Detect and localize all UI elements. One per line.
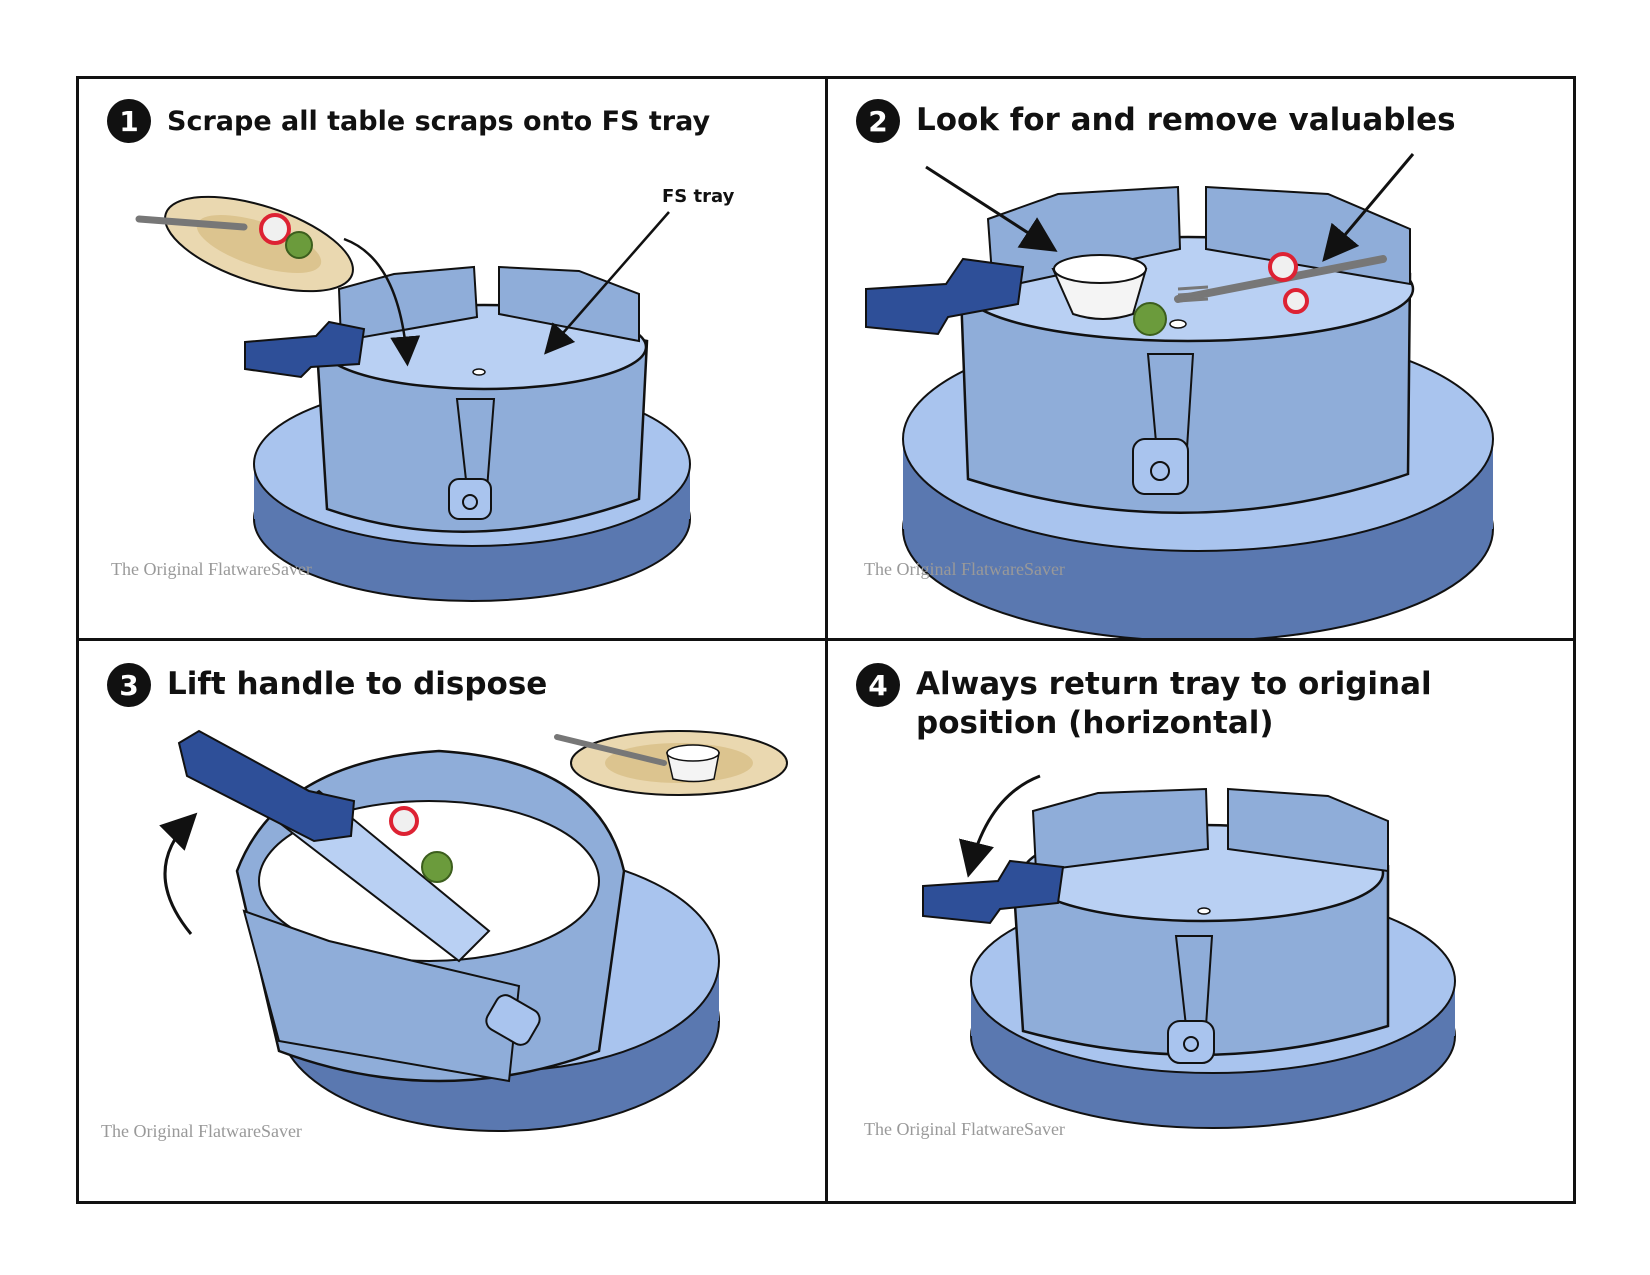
step-3-illustration [159, 729, 788, 1132]
step-1-header: 1 Scrape all table scraps onto FS tray [107, 99, 710, 143]
step-2-illustration [865, 153, 1494, 638]
valuables-pointer-arrow-left [925, 165, 1058, 252]
watermark: The Original FlatwareSaver [864, 1119, 1065, 1139]
step-3-header: 3 Lift handle to dispose [107, 663, 547, 707]
step-4-illustration [922, 774, 1456, 1129]
step-3-number-badge: 3 [107, 663, 151, 707]
step-1-illustration [135, 195, 691, 602]
step-1-number-badge: 1 [107, 99, 151, 143]
plate-with-cup [554, 730, 788, 796]
step-3-title: Lift handle to dispose [167, 666, 548, 702]
plate-with-scraps [135, 195, 354, 293]
fs-tray-pointer-arrow [544, 211, 670, 355]
scrape-arrow [343, 237, 421, 367]
step-3-panel: 3 Lift handle to dispose [79, 641, 828, 1201]
fs-tray-callout-label: FS tray [662, 186, 735, 207]
step-1-title: Scrape all table scraps onto FS tray [167, 106, 711, 137]
instruction-grid: 1 Scrape all table scraps onto FS tray F… [76, 76, 1576, 1204]
watermark: The Original FlatwareSaver [864, 559, 1065, 579]
lift-arrow [159, 812, 198, 935]
valuables-on-tray [1051, 252, 1387, 336]
scraps-falling [389, 806, 453, 883]
step-4-number-badge: 4 [856, 663, 900, 707]
tray-body [1011, 787, 1390, 1064]
return-arrow [958, 774, 1041, 878]
step-4-panel: 4 Always return tray to original positio… [828, 641, 1573, 1201]
step-2-title: Look for and remove valuables [916, 102, 1456, 138]
step-4-title: Always return tray to original position … [916, 666, 1432, 741]
tray-handle [244, 320, 366, 379]
tray-handle [922, 859, 1065, 925]
tray-body [315, 265, 649, 533]
step-4-header: 4 Always return tray to original positio… [856, 663, 1536, 743]
tray-handle-lifted [177, 729, 356, 843]
step-2-number-badge: 2 [856, 99, 900, 143]
step-2-header: 2 Look for and remove valuables [856, 99, 1456, 143]
watermark: The Original FlatwareSaver [101, 1121, 302, 1141]
step-2-panel: 2 Look for and remove valuables [828, 79, 1573, 641]
tray-handle [865, 257, 1025, 336]
step-1-panel: 1 Scrape all table scraps onto FS tray F… [79, 79, 828, 641]
valuables-pointer-arrow-right [1322, 153, 1415, 262]
watermark: The Original FlatwareSaver [111, 559, 312, 579]
